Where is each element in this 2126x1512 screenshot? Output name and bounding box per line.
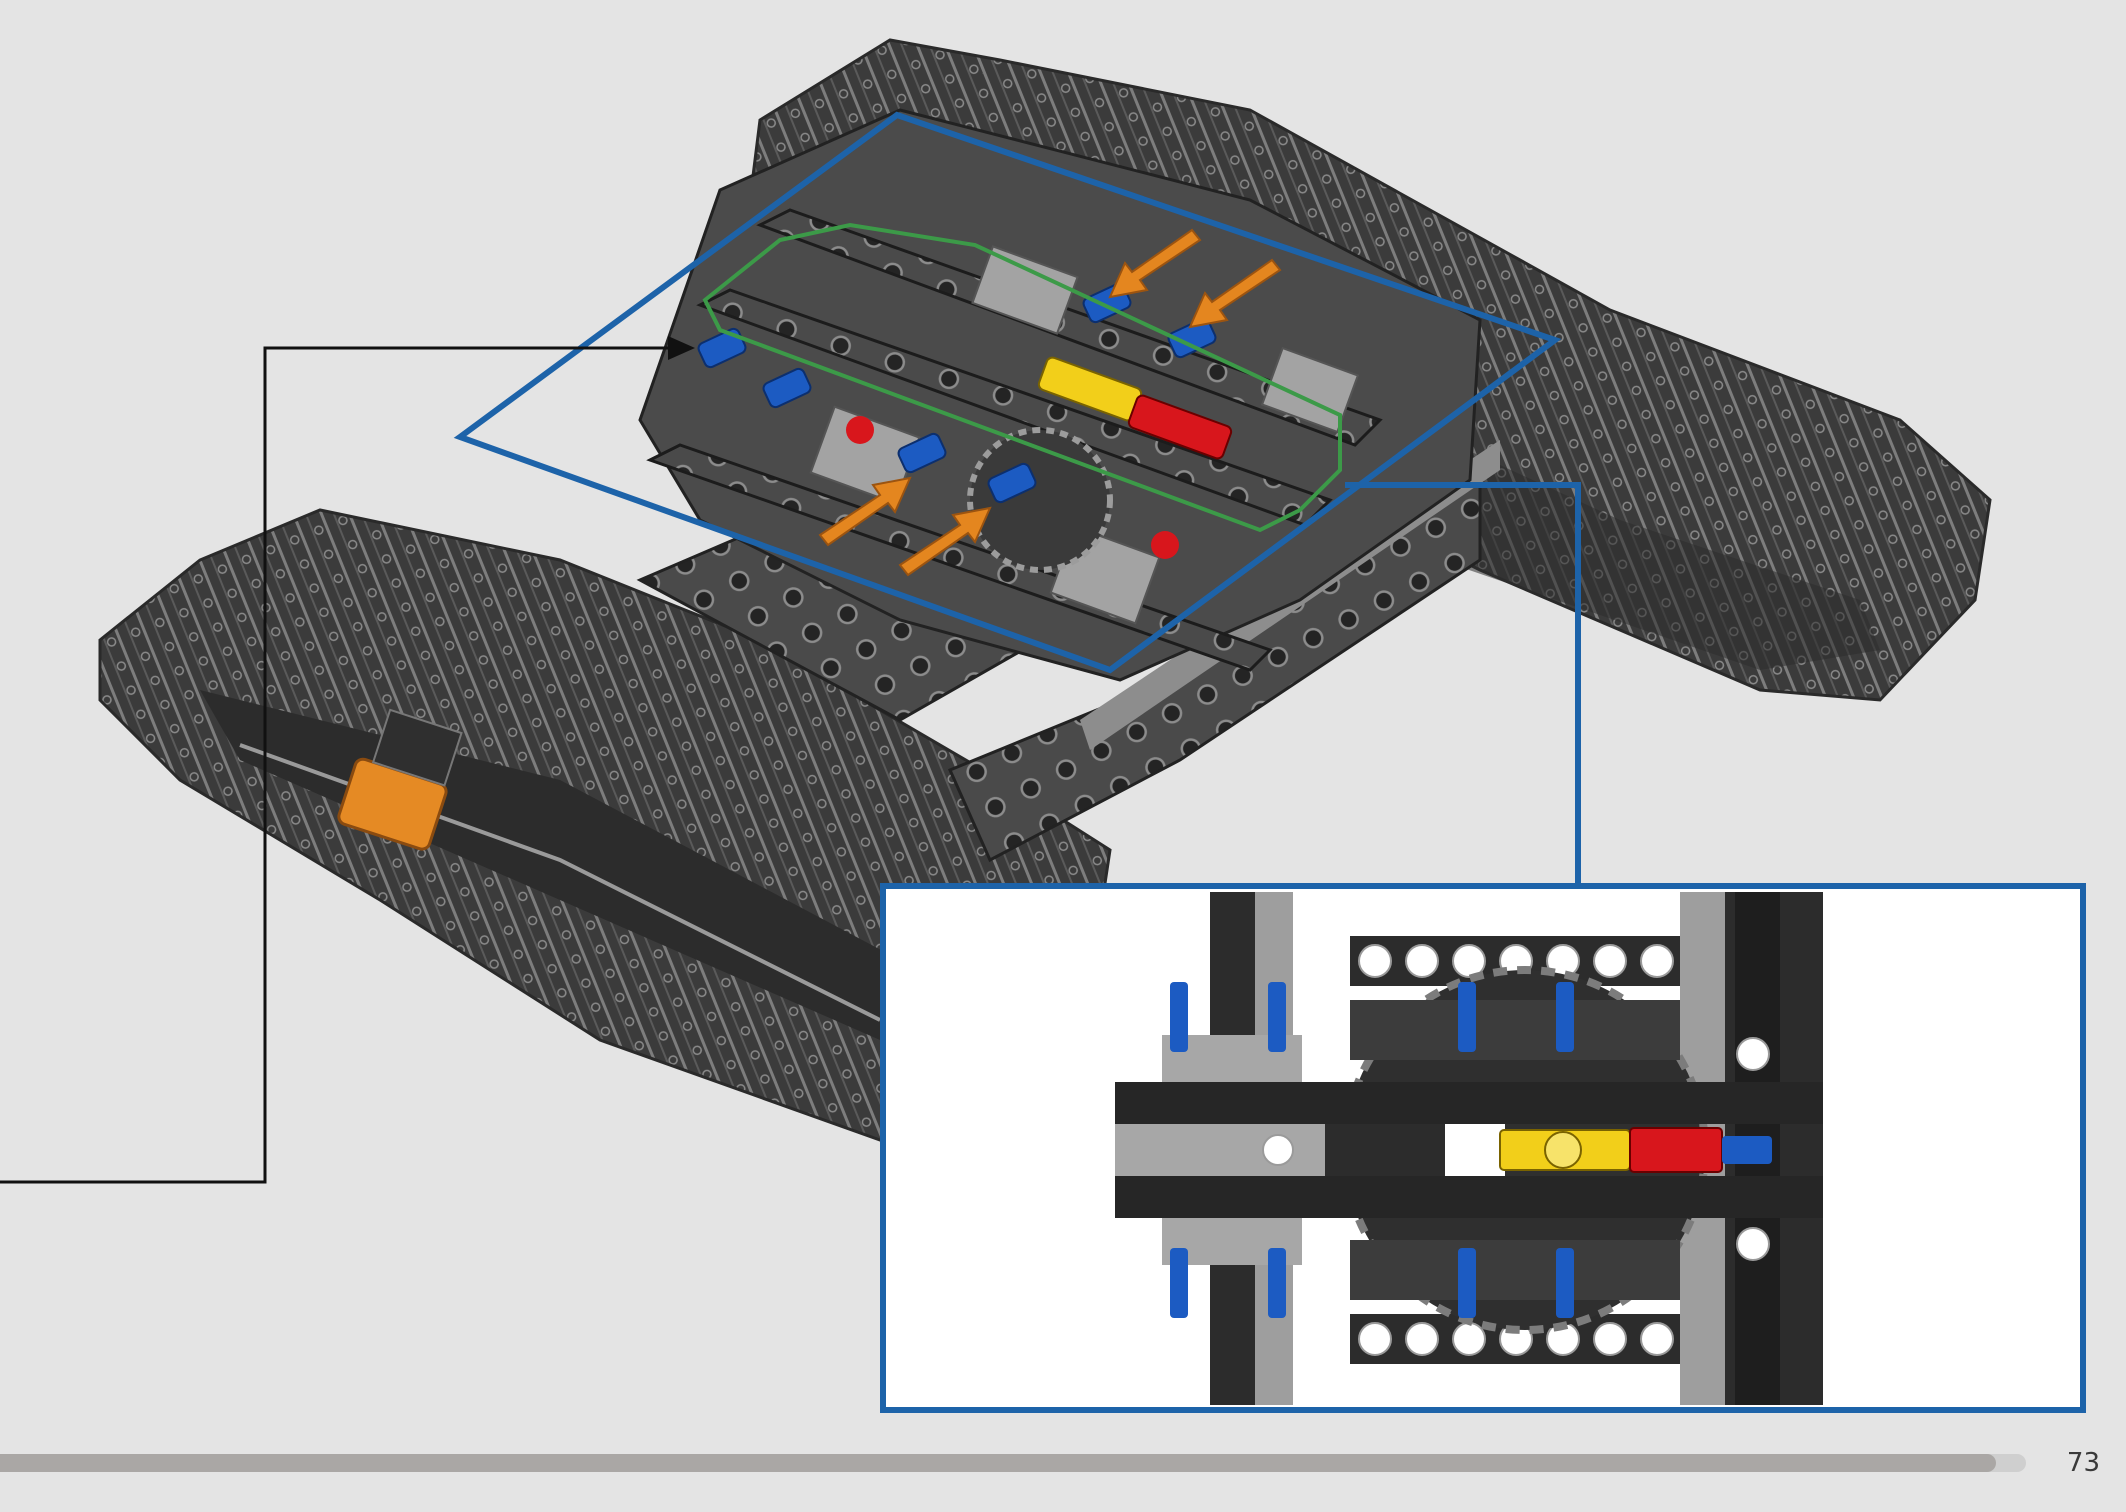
front-track: [98, 508, 1112, 1142]
callout-region-frame: [453, 111, 1562, 674]
highlight-outline: [702, 222, 1342, 533]
page-progress-bar: [0, 1454, 2026, 1472]
inset-connector-line: [1345, 482, 1581, 885]
insert-direction-arrow-icon: [818, 228, 1282, 577]
inset-detail-panel: [880, 883, 2086, 1413]
callout-pointer-line: [0, 346, 668, 1184]
page-number: 73: [2066, 1448, 2100, 1478]
page-progress-fill: [0, 1454, 1996, 1472]
callout-pointer-arrow-icon: [668, 336, 695, 360]
gear: [967, 427, 1113, 573]
gear-assembly: [638, 108, 1482, 682]
